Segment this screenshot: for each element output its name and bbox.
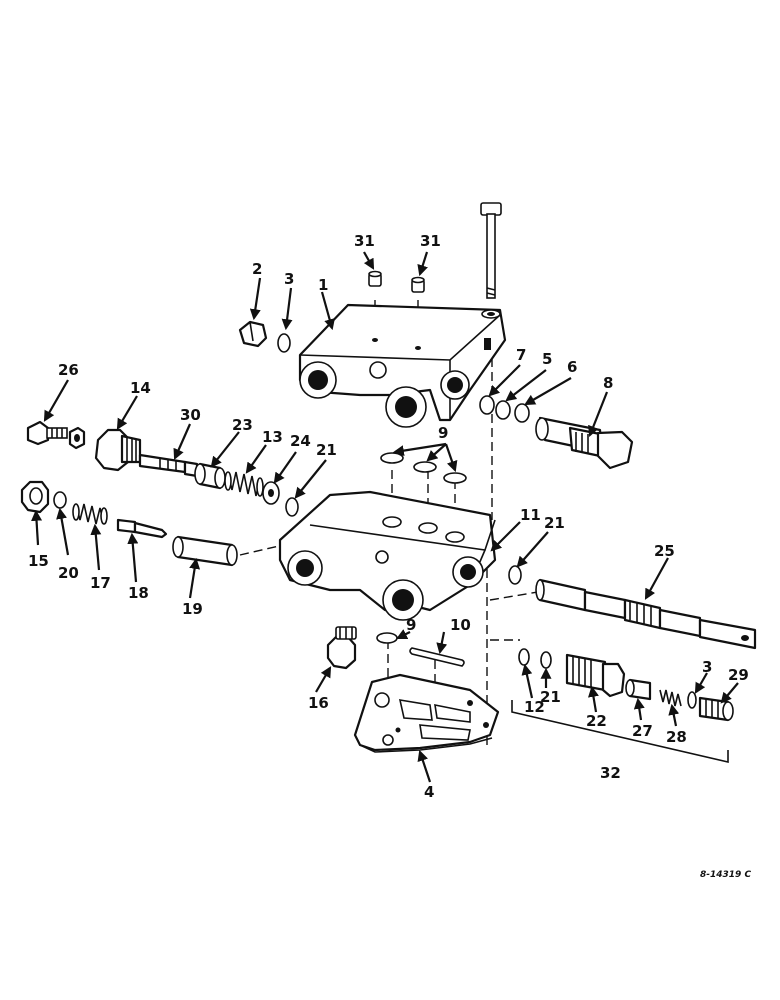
callout-9a: 9: [438, 424, 448, 442]
o-ring-9c: [443, 472, 467, 484]
mounting-plate-4: [353, 673, 500, 753]
callout-6: 6: [567, 358, 577, 376]
cap-plug-14: [94, 428, 142, 472]
callout-11: 11: [520, 506, 541, 524]
o-ring-21-lower: [540, 651, 552, 669]
callout-21c: 21: [540, 688, 561, 706]
spring-13: [224, 471, 264, 497]
drawing-reference-code: 8-14319 C: [700, 870, 751, 880]
lower-valve-body: [278, 490, 497, 621]
jam-nut: [68, 426, 86, 450]
callout-12: 12: [524, 698, 545, 716]
callout-labels: 1 2 3 3 4 5 6 7 8 9 9 10 11 12 13 14 15 …: [28, 232, 749, 801]
callout-10: 10: [450, 616, 471, 634]
callout-20: 20: [58, 564, 79, 582]
plug-29: [698, 696, 734, 722]
dowel-pin-left: [368, 270, 382, 287]
spool-25: [535, 578, 757, 650]
kit-bracket-32: [511, 700, 729, 764]
callout-30: 30: [180, 406, 201, 424]
o-ring-5: [495, 400, 511, 420]
spring-28: [659, 689, 682, 707]
through-bolt: [480, 202, 502, 319]
o-ring-21-left: [285, 497, 299, 517]
o-ring-3-lower: [687, 691, 697, 709]
callout-26: 26: [58, 361, 79, 379]
callout-32: 32: [600, 764, 621, 782]
callout-31a: 31: [354, 232, 375, 250]
sleeve-23: [194, 462, 226, 490]
callout-5: 5: [542, 350, 552, 368]
callout-24: 24: [290, 432, 311, 450]
callout-27: 27: [632, 722, 653, 740]
callout-2: 2: [252, 260, 262, 278]
callout-arrows: [31, 251, 739, 783]
dowel-pin-right: [411, 276, 425, 293]
cap-27: [625, 678, 652, 701]
gasket-10: [409, 647, 465, 667]
callout-21b: 21: [544, 514, 565, 532]
screw-26: [26, 420, 68, 446]
o-ring-12: [518, 648, 530, 666]
callout-16: 16: [308, 694, 329, 712]
callout-3a: 3: [284, 270, 294, 288]
sleeve-19: [172, 535, 238, 567]
callout-9b: 9: [406, 616, 416, 634]
callout-4: 4: [424, 783, 434, 801]
callout-14: 14: [130, 379, 151, 397]
o-ring-7: [479, 395, 495, 415]
callout-1: 1: [318, 276, 328, 294]
relief-valve-8: [535, 416, 634, 470]
callout-15: 15: [28, 552, 49, 570]
o-ring-9b: [413, 461, 437, 473]
plug-2: [238, 320, 268, 348]
fitting-22: [565, 653, 626, 698]
callout-8: 8: [603, 374, 613, 392]
callout-25: 25: [654, 542, 675, 560]
upper-valve-body: [298, 303, 507, 428]
o-ring-9-lower: [376, 632, 398, 644]
pilot-shaft-30: [138, 453, 199, 478]
o-ring-3-upper: [277, 333, 291, 353]
o-ring-6: [514, 403, 530, 423]
callout-17: 17: [90, 574, 111, 592]
washer-24: [262, 481, 280, 505]
plug-15: [20, 480, 50, 514]
callout-22: 22: [586, 712, 607, 730]
callout-7: 7: [516, 346, 526, 364]
callout-18: 18: [128, 584, 149, 602]
callout-28: 28: [666, 728, 687, 746]
callout-23: 23: [232, 416, 253, 434]
poppet-18: [116, 518, 168, 539]
callout-19: 19: [182, 600, 203, 618]
o-ring-21-right: [508, 565, 522, 585]
callout-21a: 21: [316, 441, 337, 459]
callout-13: 13: [262, 428, 283, 446]
callout-3b: 3: [702, 658, 712, 676]
o-ring-9a: [380, 452, 404, 464]
callout-31b: 31: [420, 232, 441, 250]
o-ring-20: [53, 491, 67, 509]
plug-16: [326, 626, 357, 670]
callout-29: 29: [728, 666, 749, 684]
spring-17: [72, 503, 108, 525]
